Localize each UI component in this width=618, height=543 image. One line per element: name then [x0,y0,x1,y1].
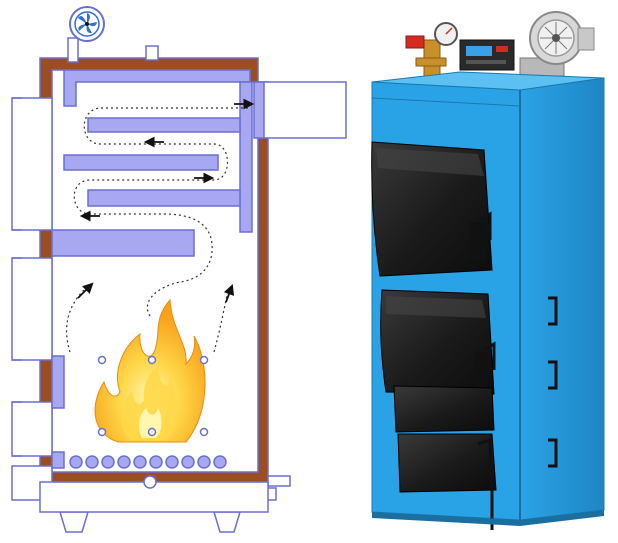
boiler-top [371,71,605,91]
boiler-side [519,77,605,521]
air-nozzles [97,355,209,437]
ash-drain [143,475,157,489]
arrow-icon [77,98,255,303]
grate-plate-left [51,451,65,469]
flue-pipe [259,81,347,139]
baffle-2 [63,154,219,171]
foot-left [58,511,90,533]
top-outlet [145,45,159,61]
front-panel [11,97,53,501]
flue-collar [253,81,265,139]
front-panel-lips [12,97,22,457]
ash-chamber-plate [51,355,65,409]
baffle-4 [51,229,195,257]
foot-right [212,511,242,533]
boiler-schematic [11,6,347,533]
fan-icon [67,6,105,63]
controller-icon [459,39,515,71]
boiler-photo [371,11,605,530]
loading-door [371,141,493,277]
top-equipment [405,11,595,79]
grate-bars [69,455,227,469]
side-handles [548,296,558,468]
gauge-icon [405,22,458,79]
baffle-1 [87,117,241,133]
rear-water-wall [239,81,253,233]
baffle-3 [87,189,241,207]
fan-icon [519,11,595,77]
firebox-door [380,289,496,395]
top-water-channel [63,69,251,107]
ash-door [393,385,497,530]
boiler-base [372,510,604,526]
top-trim [371,97,521,107]
side-pipe [267,475,291,487]
